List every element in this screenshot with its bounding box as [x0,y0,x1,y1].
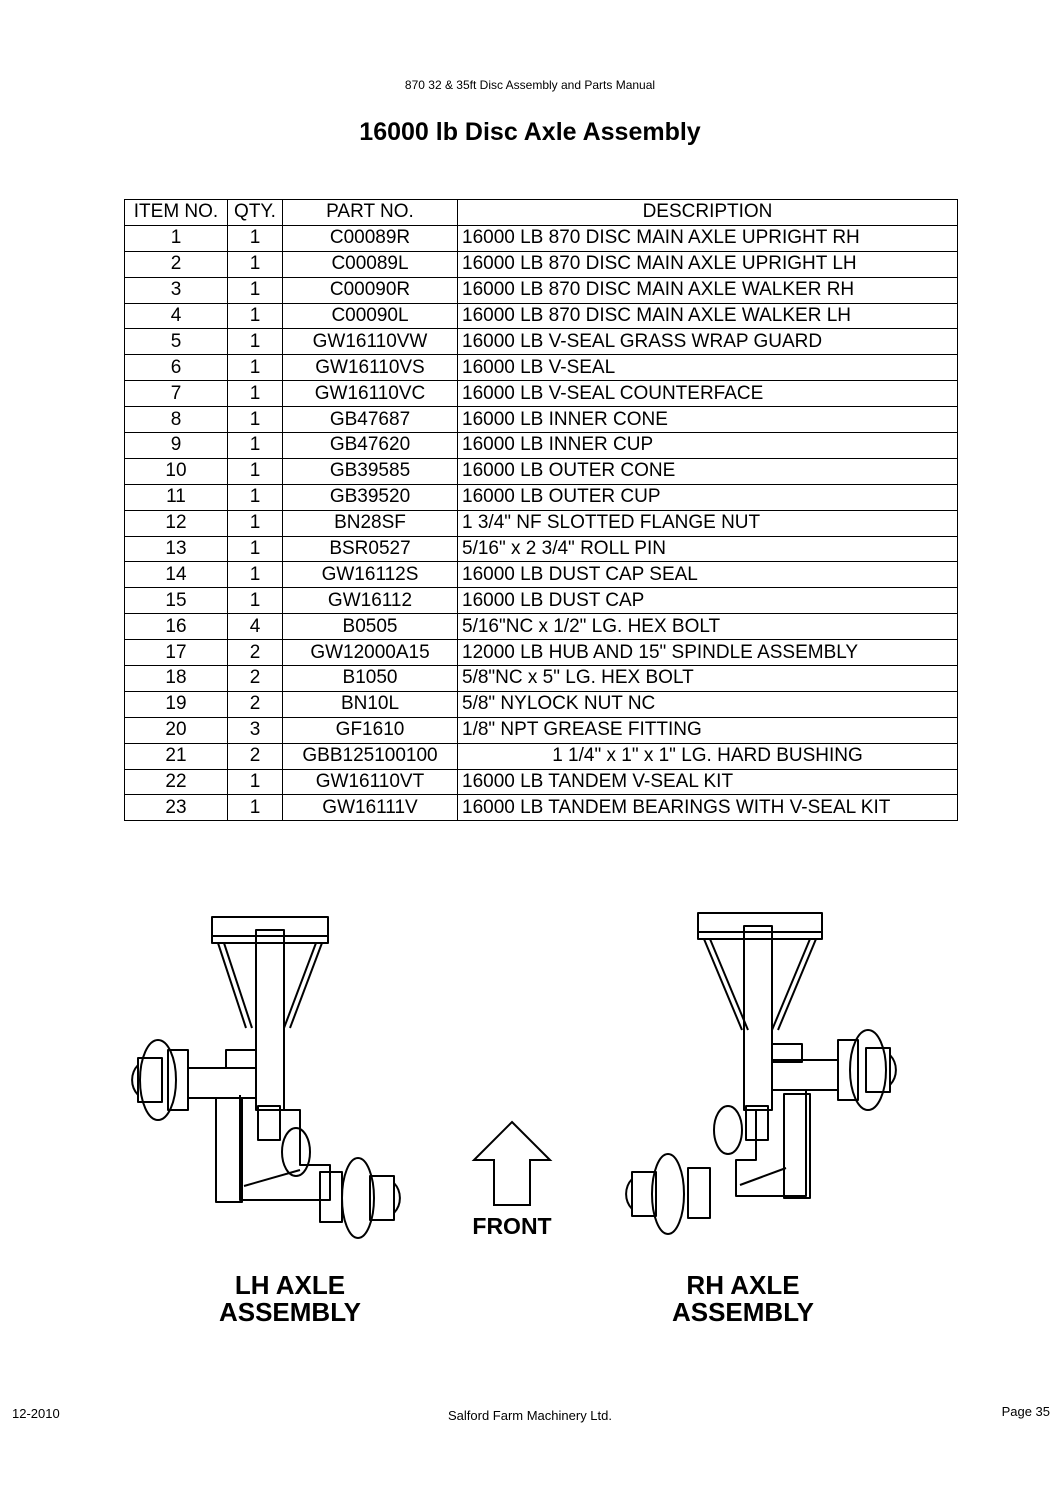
lh-axle-drawing [131,916,401,1239]
qty-cell: 2 [227,639,283,667]
description-cell: 16000 LB OUTER CONE [457,457,958,485]
description-cell: 5/16" x 2 3/4" ROLL PIN [457,535,958,563]
part-no-cell: GB47687 [282,406,458,434]
rh-axle-label: RH AXLE ASSEMBLY [640,1272,846,1326]
footer-date: 12-2010 [12,1406,60,1421]
manual-title: 870 32 & 35ft Disc Assembly and Parts Ma… [404,78,656,92]
lh-axle-label-line1: LH AXLE [234,1270,346,1300]
rh-axle-label-line1: RH AXLE [686,1270,800,1300]
qty-cell: 1 [227,587,283,615]
item-no-cell: 11 [124,483,228,511]
footer-page-number: Page 35 [1001,1404,1050,1419]
part-no-cell: GB39520 [282,483,458,511]
part-no-cell: GB47620 [282,432,458,459]
page-title: 16000 lb Disc Axle Assembly [359,118,701,146]
qty-cell: 4 [227,613,283,641]
item-no-cell: 9 [124,432,228,459]
part-no-cell: GW16111V [282,794,458,822]
description-cell: 16000 LB TANDEM V-SEAL KIT [457,768,958,796]
description-cell: 16000 LB DUST CAP [457,587,958,615]
part-no-cell: GW16110VW [282,328,458,356]
item-no-cell: 17 [124,639,228,667]
lh-axle-label: LH AXLE ASSEMBLY [190,1272,390,1326]
part-no-cell: GBB125100100 [282,742,458,770]
description-cell: 16000 LB DUST CAP SEAL [457,561,958,589]
part-no-cell: GW16110VC [282,380,458,408]
description-cell: 16000 LB 870 DISC MAIN AXLE UPRIGHT LH [457,250,958,278]
table-header-row: ITEM NO. QTY. PART NO. DESCRIPTION [124,199,958,226]
description-cell: 16000 LB TANDEM BEARINGS WITH V-SEAL KIT [457,794,958,822]
part-no-cell: BSR0527 [282,535,458,563]
item-no-cell: 23 [124,794,228,822]
part-no-cell: B0505 [282,613,458,641]
part-no-cell: GW16110VT [282,768,458,796]
part-no-cell: GW16110VS [282,354,458,382]
footer-company: Salford Farm Machinery Ltd. [447,1408,612,1423]
item-no-cell: 21 [124,742,228,770]
item-no-cell: 6 [124,354,228,382]
qty-cell: 1 [227,224,283,252]
description-cell: 16000 LB INNER CONE [457,406,958,434]
front-arrow-icon [471,1120,553,1206]
description-cell: 1 1/4" x 1" x 1" LG. HARD BUSHING [457,742,958,770]
description-cell: 16000 LB V-SEAL GRASS WRAP GUARD [457,328,958,356]
qty-cell: 3 [227,716,283,744]
item-no-cell: 15 [124,587,228,615]
front-label: FRONT [472,1213,552,1239]
qty-cell: 2 [227,742,283,770]
rh-axle-drawing [625,912,897,1235]
item-no-cell: 8 [124,406,228,434]
description-cell: 12000 LB HUB AND 15" SPINDLE ASSEMBLY [457,639,958,667]
description-cell: 5/16"NC x 1/2" LG. HEX BOLT [457,613,958,641]
item-no-cell: 13 [124,535,228,563]
part-no-cell: BN10L [282,690,458,718]
item-no-cell: 16 [124,613,228,641]
part-no-cell: GW16112 [282,587,458,615]
part-no-cell: B1050 [282,665,458,692]
part-no-cell: C00090R [282,276,458,304]
qty-cell: 1 [227,250,283,278]
item-no-cell: 5 [124,328,228,356]
lh-axle-label-line2: ASSEMBLY [218,1297,362,1327]
part-no-cell: GB39585 [282,457,458,485]
description-cell: 1 3/4" NF SLOTTED FLANGE NUT [457,509,958,537]
part-no-cell: GF1610 [282,716,458,744]
column-header-description: DESCRIPTION [457,199,958,226]
rh-axle-label-line2: ASSEMBLY [671,1297,815,1327]
description-cell: 5/8"NC x 5" LG. HEX BOLT [457,665,958,692]
item-no-cell: 12 [124,509,228,537]
